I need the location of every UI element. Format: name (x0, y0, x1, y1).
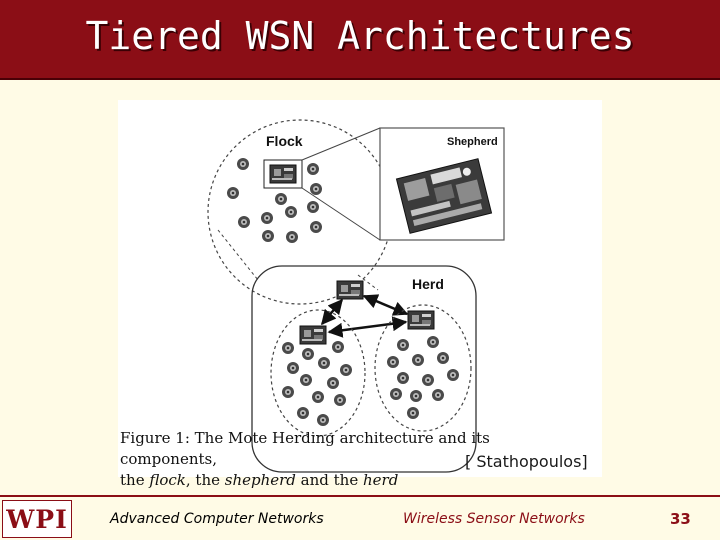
herd-mote (340, 364, 352, 376)
herd-mote (317, 414, 329, 426)
herd-mote (410, 390, 422, 402)
citation: [ Stathopoulos] (465, 452, 588, 471)
flock-mote (262, 230, 274, 242)
herd-mote (334, 394, 346, 406)
herd-mote (327, 377, 339, 389)
herd-mote (300, 374, 312, 386)
herd-shepherd-board (408, 311, 434, 329)
flock-mote (275, 193, 287, 205)
flock-mote (261, 212, 273, 224)
herd-mote (397, 339, 409, 351)
flock-mote (237, 158, 249, 170)
flock-mote (310, 221, 322, 233)
herd-label: Herd (412, 276, 444, 292)
herd-mote (282, 386, 294, 398)
flock-mote (238, 216, 250, 228)
herd-mote (412, 354, 424, 366)
herd-shepherd-board (300, 326, 326, 344)
herd-mote (427, 336, 439, 348)
herd-mote (282, 342, 294, 354)
footer-divider (0, 495, 720, 497)
herd-mote (387, 356, 399, 368)
herd-mote (297, 407, 309, 419)
herd-shepherd-board (337, 281, 363, 299)
architecture-diagram: Flock Shepherd (118, 100, 602, 477)
wpi-logo: WPI (2, 500, 72, 538)
slide-title: Tiered WSN Architectures (0, 14, 720, 58)
flock-mote (227, 187, 239, 199)
flock-mote (286, 231, 298, 243)
footer-course: Advanced Computer Networks (110, 511, 324, 527)
shepherd-label: Shepherd (447, 136, 498, 148)
footer-topic: Wireless Sensor Networks (403, 511, 585, 527)
slide-number: 33 (670, 510, 691, 528)
herd-mote (397, 372, 409, 384)
flock-shepherd-board (270, 165, 296, 183)
herd-mote (287, 362, 299, 374)
herd-mote (422, 374, 434, 386)
flock-mote (285, 206, 297, 218)
flock-mote (307, 163, 319, 175)
herd-mote (432, 389, 444, 401)
title-bar: Tiered WSN Architectures (0, 0, 720, 80)
herd-mote (437, 352, 449, 364)
flock-mote (310, 183, 322, 195)
mote-herding-figure: Flock Shepherd (118, 100, 602, 477)
herd-mote (447, 369, 459, 381)
flock-mote (307, 201, 319, 213)
herd-mote (332, 341, 344, 353)
herd-mote (312, 391, 324, 403)
herd-mote (407, 407, 419, 419)
herd-mote (318, 357, 330, 369)
caption-line-2: the flock, the shepherd and the herd (120, 470, 590, 491)
herd-mote (302, 348, 314, 360)
herd-mote (390, 388, 402, 400)
flock-label: Flock (266, 133, 303, 149)
